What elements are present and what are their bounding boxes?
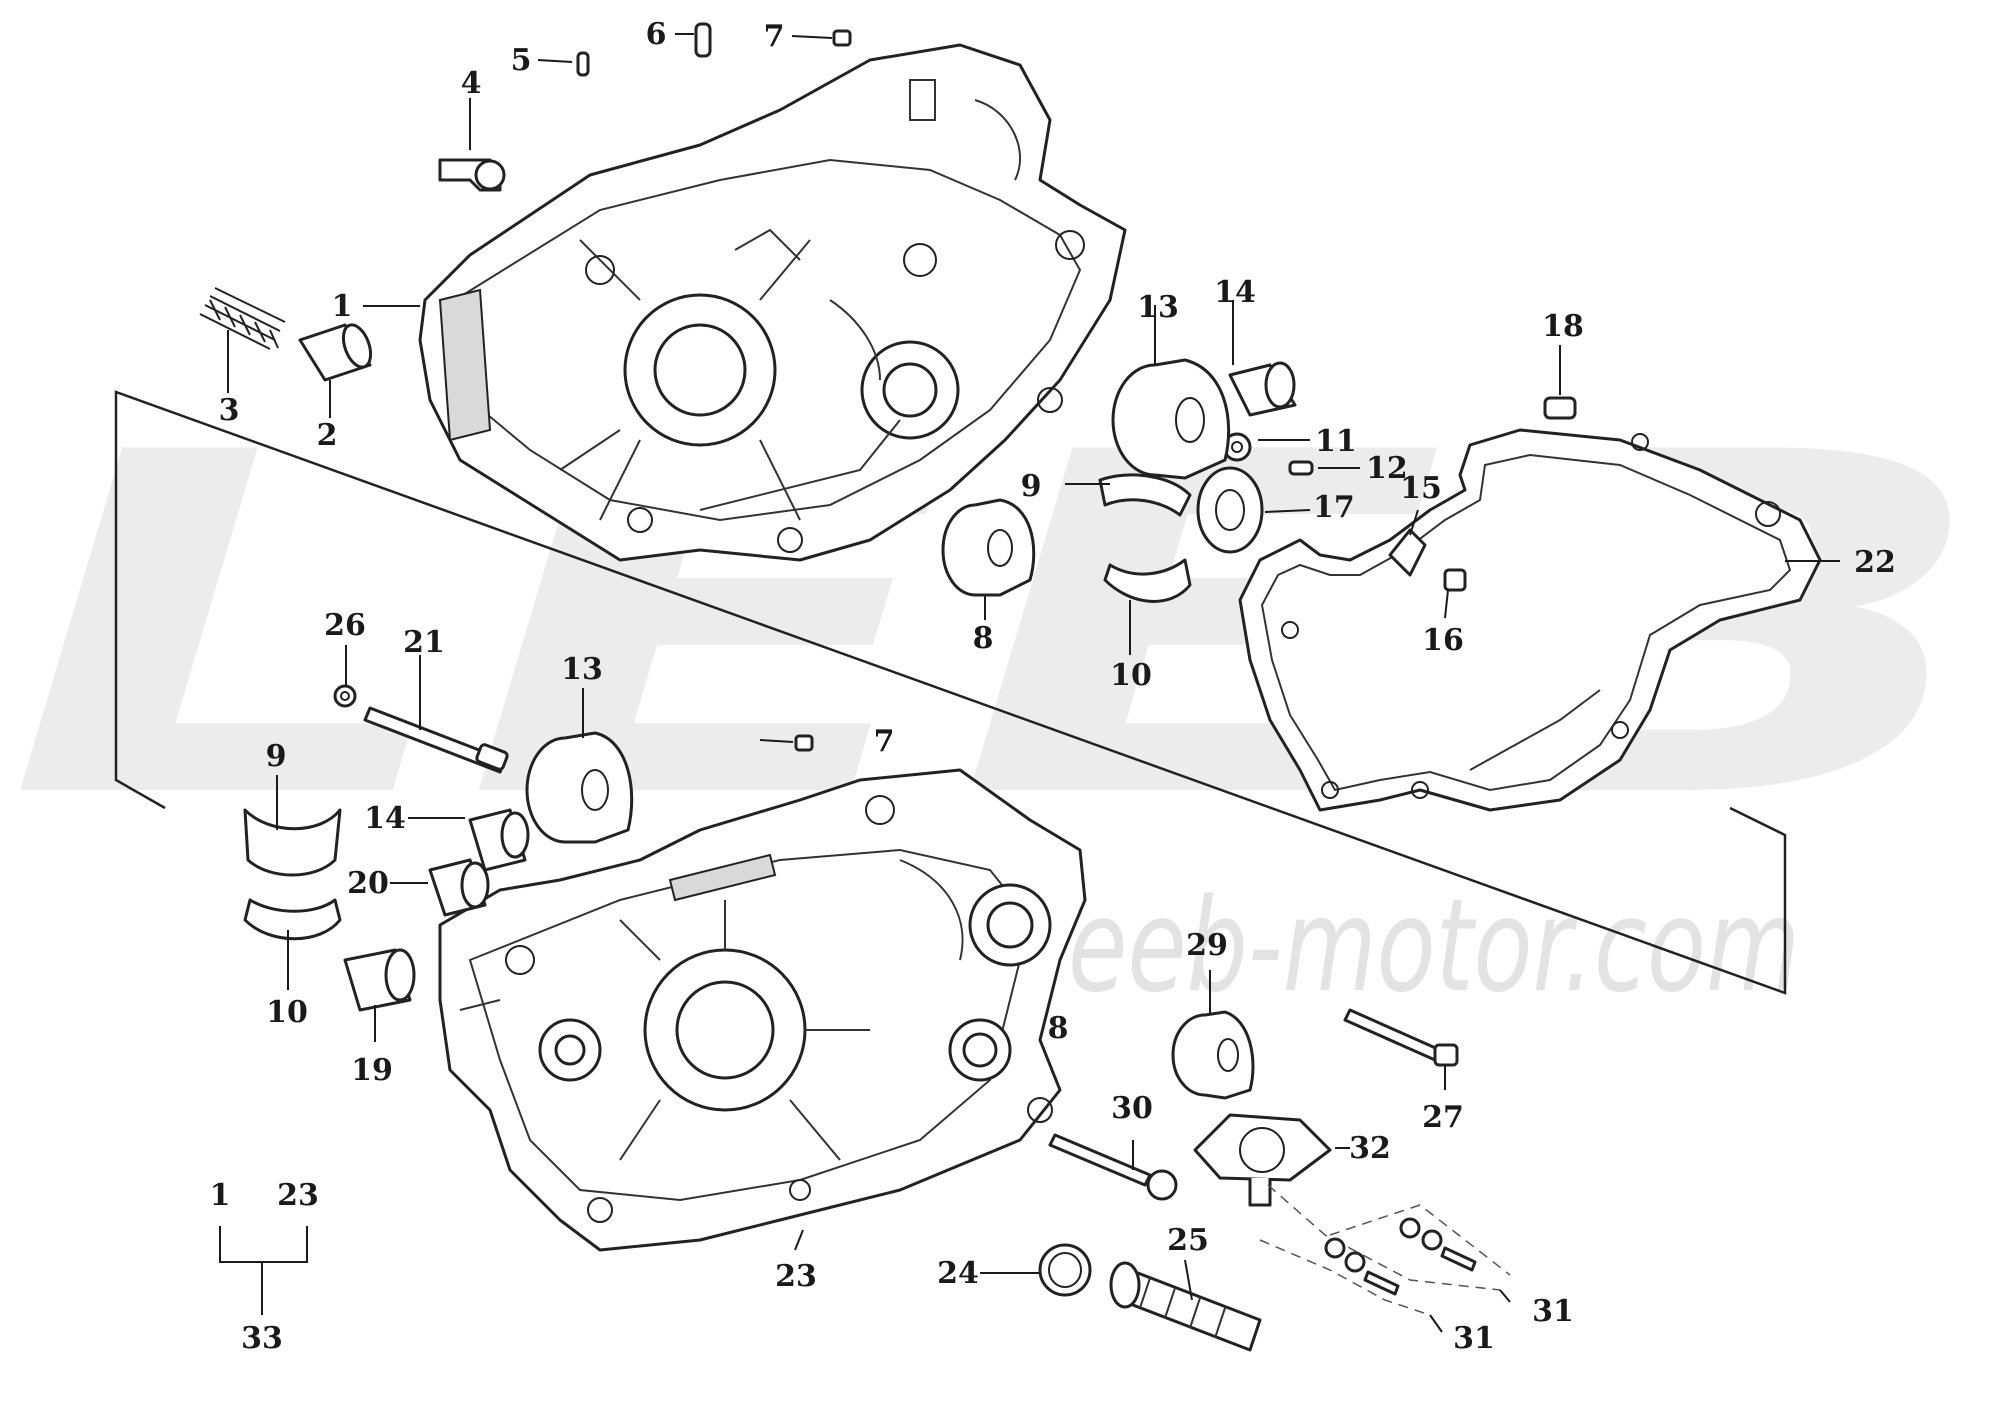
part-21-shaft: [363, 706, 509, 774]
part-13-bearing-lower: [525, 731, 634, 844]
part-26-washer: [333, 684, 357, 708]
part-13-bearing-upper: [1111, 358, 1231, 480]
part-6-pin: [694, 22, 712, 58]
callout-32: 32: [1349, 1131, 1391, 1166]
part-17-seal: [1196, 466, 1264, 554]
assembly-complete-label: 33: [241, 1321, 283, 1356]
part-5-pin: [576, 51, 590, 77]
callout-18: 18: [1542, 309, 1584, 344]
callout-21: 21: [403, 625, 445, 660]
callout-16: 16: [1422, 623, 1464, 658]
callout-15: 15: [1400, 471, 1442, 506]
callout-9-upper: 9: [1021, 469, 1042, 504]
leader-lines: [227, 33, 1840, 1333]
part-7-nut-upper: [832, 29, 852, 47]
assembly-right-half-label: 23: [277, 1178, 319, 1213]
callout-29: 29: [1186, 928, 1228, 963]
part-9-bearing-shell-upper: [1098, 473, 1192, 517]
part-27-bolt: [1343, 1008, 1459, 1067]
callout-7-lower: 7: [874, 724, 895, 759]
callout-11: 11: [1315, 424, 1357, 459]
callout-1: 1: [332, 289, 353, 324]
callout-14-lower: 14: [364, 801, 406, 836]
part-14-bushing-lower: [468, 808, 530, 872]
callout-9-lower: 9: [266, 739, 287, 774]
assembly-left-half-label: 1: [210, 1178, 231, 1213]
callout-7-upper: 7: [764, 19, 785, 54]
callout-30: 30: [1111, 1091, 1153, 1126]
part-25-oil-strainer: [1109, 1261, 1262, 1352]
part-14-bushing-upper: [1228, 361, 1297, 417]
callout-14-upper: 14: [1214, 275, 1256, 310]
callout-13-upper: 13: [1137, 290, 1179, 325]
crankcase-gasket: [1238, 428, 1822, 812]
callout-23: 23: [775, 1259, 817, 1294]
callout-2: 2: [317, 418, 338, 453]
part-20-bushing: [428, 858, 490, 917]
callout-19: 19: [351, 1053, 393, 1088]
part-10-bearing-shell-upper: [1103, 558, 1192, 603]
part-24-o-ring: [1038, 1243, 1092, 1297]
part-29-bearing: [1171, 1010, 1255, 1100]
part-18-plug: [1543, 396, 1577, 420]
exploded-view-frame: [114, 390, 1787, 995]
part-31-bolt-set: [1259, 1184, 1511, 1316]
part-2-sleeve: [298, 323, 373, 382]
callout-8-upper: 8: [973, 621, 994, 656]
left-crankcase-half: [418, 43, 1127, 562]
assembly-bracket: [219, 1226, 308, 1315]
callout-25: 25: [1167, 1223, 1209, 1258]
part-7-nut-lower: [794, 734, 814, 752]
part-12-screw: [1288, 460, 1314, 476]
callout-10-lower: 10: [266, 995, 308, 1030]
part-32-cover: [1193, 1113, 1332, 1207]
callout-26: 26: [324, 608, 366, 643]
part-8-bearing: [941, 498, 1036, 597]
callout-4: 4: [461, 66, 482, 101]
part-3-spring: [199, 287, 286, 350]
right-crankcase-half: [438, 768, 1087, 1252]
part-10-bearing-shell-lower: [243, 898, 342, 941]
part-4-fitting: [438, 158, 506, 192]
callout-24: 24: [937, 1256, 979, 1291]
callout-labels: 1 2 3 4 5 6 7 7 8 8 9 9 10 10 11 12 13 1…: [210, 17, 1896, 1356]
part-19-bushing: [343, 948, 416, 1012]
callout-31-lower: 31: [1453, 1321, 1495, 1356]
callout-20: 20: [347, 866, 389, 901]
part-15-bracket: [1388, 528, 1427, 577]
callout-31-upper: 31: [1532, 1294, 1574, 1329]
callout-5: 5: [511, 43, 532, 78]
callout-6: 6: [646, 17, 667, 52]
callout-27: 27: [1422, 1100, 1464, 1135]
callout-10-upper: 10: [1110, 658, 1152, 693]
callout-8-lower: 8: [1048, 1011, 1069, 1046]
callout-13-lower: 13: [561, 652, 603, 687]
callout-22: 22: [1854, 545, 1896, 580]
part-16-bolt: [1443, 568, 1467, 592]
callout-3: 3: [219, 393, 240, 428]
part-30-bolt: [1048, 1133, 1178, 1201]
callout-12: 12: [1366, 451, 1408, 486]
callout-17: 17: [1313, 490, 1355, 525]
